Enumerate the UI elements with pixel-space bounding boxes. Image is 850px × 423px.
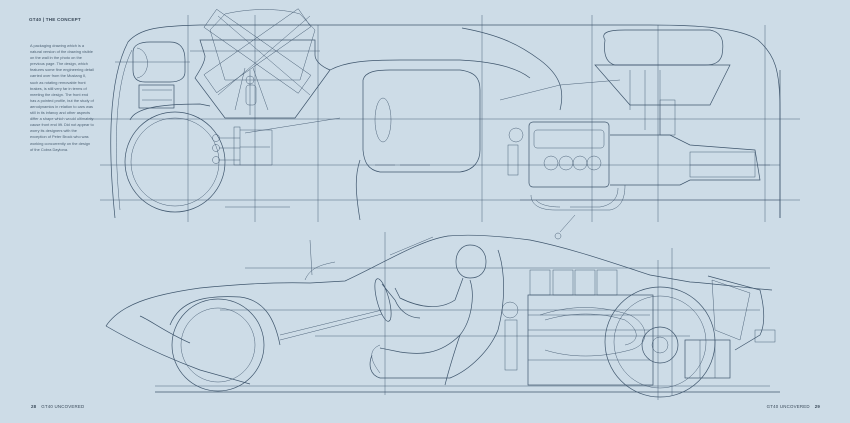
side-view: [105, 214, 780, 400]
folio-left: 28 GT40 UNCOVERED: [31, 404, 84, 409]
engine-plan: [507, 121, 626, 211]
caption-text: A packaging drawing which is a natural v…: [30, 43, 94, 152]
book-title-right: GT40 UNCOVERED: [766, 404, 810, 409]
engine-side: [501, 269, 654, 386]
driver-figure: [379, 244, 487, 386]
plan-view: [90, 8, 800, 222]
pedal-box: [212, 126, 273, 166]
gearbox-plan: [610, 134, 770, 186]
folio-right: GT40 UNCOVERED 29: [767, 404, 820, 409]
page-number-right: 29: [814, 404, 820, 409]
page-number-left: 28: [31, 404, 37, 409]
spare-tire-cross: [190, 8, 331, 119]
book-title-left: GT40 UNCOVERED: [41, 404, 85, 409]
running-head: GT40 | THE CONCEPT: [29, 17, 81, 22]
